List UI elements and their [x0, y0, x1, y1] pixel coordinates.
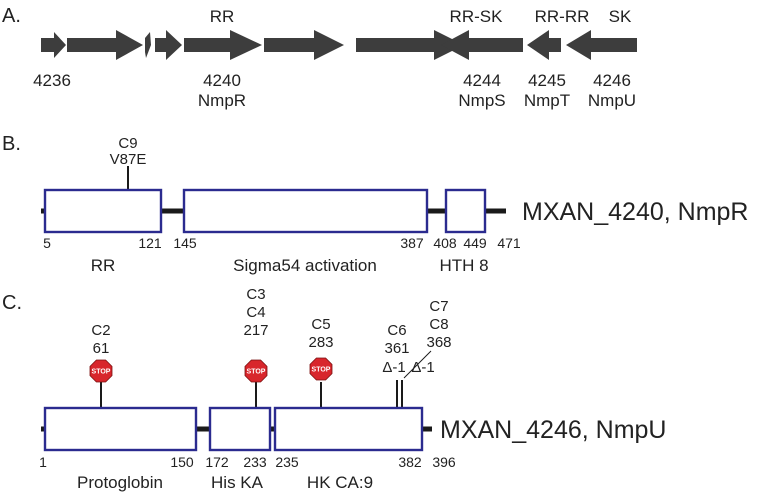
nmpu-mut-c7c8-pos: 368	[426, 334, 451, 351]
nmpu-pos-150: 150	[170, 454, 194, 470]
nmpr-domain-sigma54	[182, 188, 429, 234]
nmpu-mut-c6-del: Δ-1	[382, 359, 405, 376]
nmpu-mut-c6-pos: 361	[384, 340, 409, 357]
gene-arrow-4238	[145, 32, 151, 58]
gene-label-4246: 4246	[593, 71, 631, 90]
nmpr-mutation-c9: C9	[118, 135, 137, 152]
gene-arrow-4240	[184, 30, 262, 60]
nmpu-domain-protoglobin	[43, 406, 198, 452]
nmpr-pos-5: 5	[43, 235, 51, 251]
svg-text:STOP: STOP	[312, 367, 331, 374]
nmpu-pos-1: 1	[39, 454, 47, 470]
nmpr-pos-387: 387	[400, 235, 424, 251]
nmpu-mut-c8: C8	[429, 316, 448, 333]
nmpu-pos-396: 396	[432, 454, 456, 470]
nmpu-leader-c7c8	[403, 350, 432, 379]
svg-text:STOP: STOP	[247, 369, 266, 376]
nmpu-mut-c7: C7	[429, 298, 448, 315]
nmpu-domain-label-protoglobin: Protoglobin	[77, 473, 163, 492]
gene-label-4245: 4245	[528, 71, 566, 90]
type-label-rr: RR	[210, 7, 235, 26]
nmpu-mut-c3c4-pos: 217	[243, 322, 268, 339]
nmpu-pos-233: 233	[243, 454, 267, 470]
gene-arrow-4241	[264, 30, 344, 60]
gene-name-nmpu: NmpU	[588, 91, 636, 110]
gene-name-nmps: NmpS	[458, 91, 505, 110]
svg-text:STOP: STOP	[92, 369, 111, 376]
type-label-sk: SK	[609, 7, 632, 26]
nmpu-domain-his-ka	[208, 406, 272, 452]
nmpu-mut-c3: C3	[246, 286, 265, 303]
panel-a-label: A.	[2, 5, 21, 27]
nmpu-domain-label-hk-ca9: HK CA:9	[307, 473, 373, 492]
nmpu-domain-hk-ca9	[273, 406, 424, 452]
nmpr-pos-121: 121	[138, 235, 162, 251]
nmpu-pos-382: 382	[398, 454, 422, 470]
nmpr-protein-label: MXAN_4240, NmpR	[522, 198, 748, 226]
panel-b-label: B.	[2, 133, 21, 155]
nmpr-domain-label-hth8: HTH 8	[439, 256, 488, 275]
nmpr-domain-label-rr: RR	[91, 256, 116, 275]
nmpu-mut-c5-pos: 283	[308, 334, 333, 351]
nmpu-domain-label-his-ka: His KA	[211, 473, 264, 492]
nmpr-pos-449: 449	[463, 235, 487, 251]
gene-arrow-4236	[41, 32, 66, 58]
gene-arrow-4237	[67, 30, 143, 60]
nmpr-pos-471: 471	[497, 235, 521, 251]
gene-name-nmpt: NmpT	[524, 91, 570, 110]
type-label-rr-sk: RR-SK	[450, 7, 504, 26]
stop-sign-icon: STOP	[244, 359, 268, 383]
nmpu-protein-label: MXAN_4246, NmpU	[440, 416, 666, 444]
gene-label-4244: 4244	[463, 71, 501, 90]
nmpr-domain-label-sigma54: Sigma54 activation	[233, 256, 377, 275]
gene-arrow-4239	[155, 30, 182, 60]
nmpr-pos-145: 145	[173, 235, 197, 251]
stop-sign-icon: STOP	[89, 359, 113, 383]
type-label-rr-rr: RR-RR	[535, 7, 590, 26]
gene-arrows	[41, 30, 637, 60]
nmpr-mutation-v87e: V87E	[110, 151, 147, 168]
nmpr-domain-hth8	[444, 188, 487, 234]
gene-label-4240: 4240	[203, 71, 241, 90]
nmpu-mut-c4: C4	[246, 304, 265, 321]
gene-label-4236: 4236	[33, 71, 71, 90]
gene-name-nmpr: NmpR	[198, 91, 246, 110]
stop-sign-icon: STOP	[309, 357, 333, 381]
gene-arrow-4242	[356, 30, 464, 60]
gene-arrow-4244	[441, 30, 523, 60]
nmpu-mut-c2-pos: 61	[93, 340, 110, 357]
nmpu-pos-172: 172	[205, 454, 229, 470]
nmpu-mut-c7c8-del: Δ-1	[411, 359, 434, 376]
nmpu-mut-c5: C5	[311, 316, 330, 333]
panel-c-label: C.	[2, 292, 22, 314]
nmpr-pos-408: 408	[433, 235, 457, 251]
nmpr-domain-rr	[43, 188, 163, 234]
nmpu-pos-235: 235	[275, 454, 299, 470]
nmpu-mut-c6: C6	[387, 322, 406, 339]
nmpu-mut-c2: C2	[91, 322, 110, 339]
gene-arrow-4245	[527, 30, 561, 60]
gene-arrow-4246	[566, 30, 637, 60]
